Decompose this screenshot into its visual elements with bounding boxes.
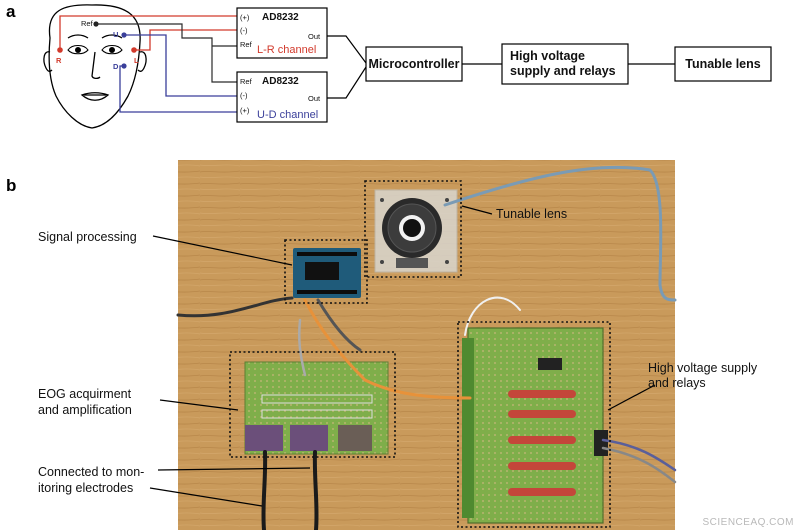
amp-ud-plus: (+) [240, 106, 250, 115]
box-eog [229, 351, 396, 458]
wire-r-to-plus [59, 15, 237, 50]
amp-ud-chip: AD8232 [262, 76, 299, 87]
label-conn-line2: itoring electrodes [38, 481, 133, 495]
box-hv [457, 321, 611, 528]
block-microcontroller-label: Microcontroller [369, 57, 460, 71]
amp-ud-channel: U-D channel [257, 109, 318, 121]
label-eog-line2: and amplification [38, 403, 132, 417]
label-hv-line1: High voltage supply [648, 361, 758, 375]
amp-lr-out: Out [308, 32, 321, 41]
block-tunable-lens [674, 46, 772, 82]
box-tunable-lens [364, 180, 462, 278]
highlight-boxes [229, 180, 611, 528]
amp-lr-plus: (+) [240, 13, 250, 22]
panel-a-letter: a [6, 2, 16, 21]
label-tunable-lens: Tunable lens [496, 207, 567, 221]
eye-right [67, 44, 89, 55]
label-eog-line1: EOG acquirment [38, 387, 132, 401]
block-tunable-lens-label: Tunable lens [685, 57, 761, 71]
electrode-l-label: L [134, 56, 139, 65]
electrode-u-label: U [113, 30, 118, 39]
electrode-r-label: R [56, 56, 62, 65]
amp-ud-box [236, 71, 328, 123]
amp-lr-chip: AD8232 [262, 12, 299, 23]
amp-lr-minus: (-) [240, 26, 248, 35]
electrode-d-label: D [113, 62, 119, 71]
wire-amp-lr-out [327, 35, 367, 64]
label-signal-processing: Signal processing [38, 230, 137, 244]
box-signal-processing [284, 239, 368, 304]
hv-board [462, 327, 608, 524]
tunable-lens-device [374, 189, 458, 273]
face-outline [43, 4, 147, 129]
label-hv-line2: and relays [648, 376, 706, 390]
amp-ud-minus: (-) [240, 91, 248, 100]
wire-d-to-plus [119, 65, 237, 113]
block-microcontroller [365, 46, 463, 82]
block-hv-supply-label: High voltage supply and relays [510, 49, 616, 78]
cables [176, 165, 677, 530]
block-hv-supply [501, 43, 629, 85]
amp-lr-channel: L-R channel [257, 44, 316, 56]
arduino-board [293, 248, 361, 298]
eye-left [101, 44, 123, 55]
panel-b-photo: Signal processing Tunable lens High volt… [38, 160, 758, 530]
amp-lr-box [236, 7, 328, 59]
amp-ud-ref: Ref [240, 77, 253, 86]
label-conn-line1: Connected to mon- [38, 465, 144, 479]
electrode-ref-label: Ref [81, 19, 94, 28]
watermark: SCIENCEAQ.COM [702, 517, 794, 528]
panel-b-letter: b [6, 176, 17, 195]
wire-l-to-minus [134, 29, 237, 51]
leader-lines [149, 205, 656, 507]
amp-lr-ref: Ref [240, 40, 253, 49]
wire-u-to-minus [124, 34, 237, 97]
amp-ud-out: Out [308, 94, 321, 103]
wire-ref [96, 23, 237, 83]
wire-amp-ud-out [327, 66, 367, 99]
eog-board [244, 361, 389, 455]
panel-a-diagram: Ref U D R L AD8232 (+) (-) Ref Out L-R c… [43, 4, 772, 129]
